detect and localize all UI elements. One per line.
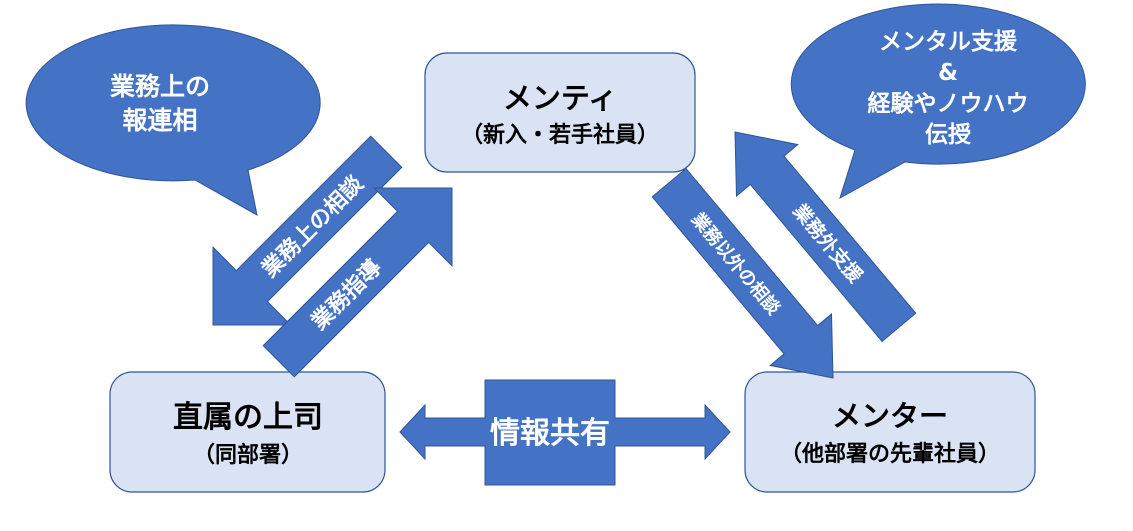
node-mentee-subtitle: （新入・若手社員） — [461, 122, 659, 148]
node-boss: 直属の上司 （同部署） — [109, 371, 386, 493]
node-boss-subtitle: （同部署） — [193, 442, 303, 468]
arrow-mentee-to-mentor: 業務以外の相談 — [651, 167, 834, 379]
node-mentor-box — [744, 371, 1036, 493]
speech-bubble-left: 業務上の 報連相 — [25, 24, 321, 216]
arrow-info-sharing: 情報共有 — [399, 379, 731, 486]
node-mentor-title: メンター — [832, 399, 948, 433]
speech-bubble-right-line-4: 伝授 — [925, 122, 972, 148]
arrow-mentee-to-mentor-shape — [651, 167, 834, 379]
node-mentee-title: メンティ — [503, 81, 617, 115]
node-mentee-box — [424, 52, 696, 173]
speech-bubble-right-line-2: & — [938, 60, 958, 86]
node-mentee: メンティ （新入・若手社員） — [424, 52, 696, 173]
arrow-mentee-to-boss-shape — [212, 135, 403, 326]
node-boss-title: 直属の上司 — [173, 400, 323, 435]
arrow-mentee-to-mentor-label: 業務以外の相談 — [686, 208, 785, 320]
arrow-mentor-to-mentee-shape — [734, 131, 917, 343]
arrow-info-sharing-label: 情報共有 — [490, 416, 610, 451]
speech-bubble-left-line-2: 報連相 — [122, 106, 197, 135]
node-boss-box — [109, 371, 386, 493]
speech-bubble-right-shape — [790, 3, 1086, 200]
arrow-info-sharing-shape — [399, 379, 731, 486]
node-mentor: メンター （他部署の先輩社員） — [744, 371, 1036, 493]
speech-bubble-right: メンタル支援 & 経験やノウハウ 伝授 — [790, 3, 1086, 200]
node-mentor-subtitle: （他部署の先輩社員） — [780, 441, 1000, 467]
speech-bubble-right-line-1: メンタル支援 — [879, 29, 1018, 55]
speech-bubble-left-line-1: 業務上の — [110, 72, 210, 101]
speech-bubble-right-line-3: 経験やノウハウ — [868, 90, 1029, 117]
arrow-boss-to-mentee-shape — [262, 187, 453, 378]
speech-bubble-left-shape — [25, 24, 321, 216]
